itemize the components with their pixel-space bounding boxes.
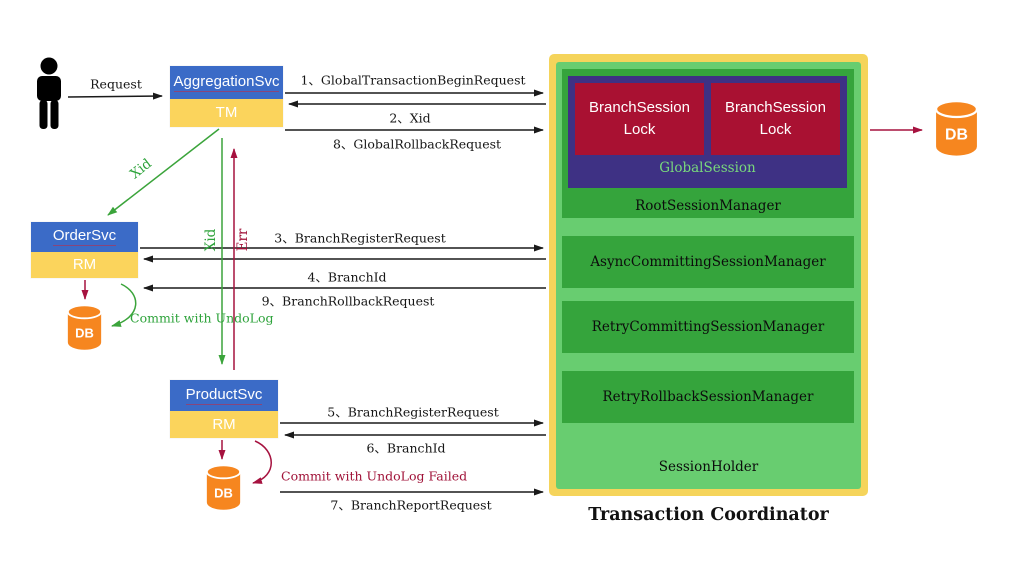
msg-2-label: 2、Xid	[389, 110, 431, 126]
product-svc-title: ProductSvc	[185, 386, 263, 405]
root-session-manager-label: RootSessionManager	[635, 198, 781, 214]
order-db: DB	[66, 304, 103, 353]
commit-undolog-note: Commit with UndoLog	[130, 310, 274, 326]
order-rm-role-label: RM	[72, 256, 97, 274]
transaction-coordinator-body: BranchSession Lock BranchSession Lock Gl…	[556, 62, 861, 489]
database-cylinder-icon: DB	[66, 304, 103, 350]
product-svc-box: ProductSvc RM	[170, 380, 278, 438]
xid-arrow-to-ordersvc	[107, 128, 220, 216]
aggregation-svc-title: AggregationSvc	[173, 72, 280, 92]
commit-undolog-failed-note: Commit with UndoLog Failed	[281, 468, 468, 484]
order-svc-title-section: OrderSvc	[31, 222, 138, 252]
coordinator-db-label: DB	[945, 127, 968, 144]
msg-4-label: 4、BranchId	[307, 269, 387, 285]
retry-committing-session-manager-label: RetryCommittingSessionManager	[591, 319, 825, 335]
product-rm-role-label: RM	[212, 416, 236, 433]
async-committing-session-manager-box: AsyncCommittingSessionManager	[562, 236, 854, 288]
xid-diagonal-label: Xid	[127, 155, 155, 183]
msg-8-label: 8、GlobalRollbackRequest	[332, 136, 502, 152]
database-cylinder-icon: DB	[205, 464, 242, 510]
aggregation-svc-box: AggregationSvc TM	[170, 66, 283, 127]
transaction-coordinator-caption: Transaction Coordinator	[588, 505, 829, 525]
msg-1-label: 1、GlobalTransactionBeginRequest	[300, 72, 526, 88]
product-svc-title-section: ProductSvc	[170, 380, 278, 412]
err-vertical-label: Err	[235, 228, 251, 252]
commit-undolog-failed-curve	[252, 440, 272, 484]
global-session-label: GlobalSession	[659, 160, 756, 176]
msg-9-label: 9、BranchRollbackRequest	[261, 293, 435, 309]
retry-rollback-session-manager-box: RetryRollbackSessionManager	[562, 371, 854, 423]
order-db-label: DB	[75, 326, 94, 341]
async-committing-session-manager-label: AsyncCommittingSessionManager	[590, 254, 826, 270]
msg-7-label: 7、BranchReportRequest	[330, 497, 492, 513]
user-actor	[30, 57, 68, 131]
product-db-label: DB	[214, 486, 233, 501]
tm-role-label: TM	[215, 104, 238, 122]
product-db: DB	[205, 464, 242, 513]
transaction-coordinator-frame: BranchSession Lock BranchSession Lock Gl…	[549, 54, 868, 496]
retry-rollback-session-manager-label: RetryRollbackSessionManager	[602, 389, 814, 405]
aggregation-svc-title-section: AggregationSvc	[170, 66, 283, 99]
root-session-manager-box: BranchSession Lock BranchSession Lock Gl…	[562, 69, 854, 218]
product-rm-role-section: RM	[170, 411, 278, 438]
order-svc-title: OrderSvc	[52, 227, 117, 247]
order-rm-role-section: RM	[31, 251, 138, 278]
branch-session-lock-right: BranchSession Lock	[711, 83, 840, 155]
database-cylinder-icon: DB	[934, 100, 979, 156]
global-session-box: BranchSession Lock BranchSession Lock Gl…	[568, 76, 847, 188]
order-svc-box: OrderSvc RM	[31, 222, 138, 278]
msg-5-label: 5、BranchRegisterRequest	[327, 404, 499, 420]
retry-committing-session-manager-box: RetryCommittingSessionManager	[562, 301, 854, 353]
session-holder-label: SessionHolder	[658, 459, 759, 475]
msg-6-label: 6、BranchId	[366, 440, 446, 456]
branch-session-lock-left: BranchSession Lock	[575, 83, 704, 155]
coordinator-db: DB	[932, 100, 981, 159]
tm-role-section: TM	[170, 98, 283, 127]
person-icon	[37, 57, 61, 129]
request-arrow	[67, 92, 163, 100]
msg-3-label: 3、BranchRegisterRequest	[274, 230, 446, 246]
branch-session-lock-row: BranchSession Lock BranchSession Lock	[575, 83, 840, 155]
request-label: Request	[90, 76, 142, 92]
xid-vertical-label: Xid	[203, 228, 219, 252]
